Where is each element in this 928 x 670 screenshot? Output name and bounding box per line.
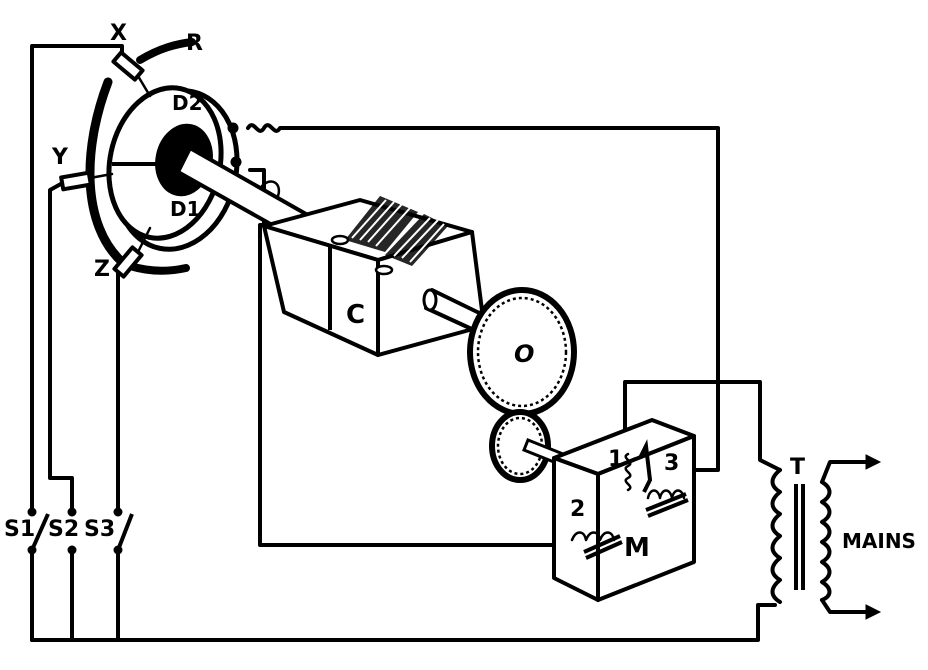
wire-switch-legs: [30, 550, 120, 642]
brush-arc-r-bottom: [126, 262, 190, 275]
label-s2: S2: [48, 517, 79, 542]
coil-2: [570, 531, 616, 542]
label-d1: D1: [170, 197, 201, 221]
pinion-body: [489, 409, 551, 483]
transformer-secondary: [820, 480, 832, 602]
switch-s1-blade: [30, 513, 50, 551]
label-t: T: [790, 455, 805, 480]
transformer-primary: [770, 468, 782, 604]
mains-arrow-bottom: [865, 604, 882, 620]
mains-lead-top: [820, 460, 870, 484]
wire-disc-to-coil2: [248, 168, 572, 547]
switch-s1-top-contact: [27, 507, 37, 517]
switch-s3-top-contact: [113, 507, 123, 517]
coil-1-core: [638, 439, 653, 493]
switch-s2-bottom-contact: [67, 545, 77, 555]
brush-x-arm: [136, 74, 152, 98]
transformer-t: T MAINS: [770, 454, 916, 620]
gear-shaft-end: [422, 288, 438, 312]
brushes: [59, 50, 152, 279]
motor-left-face: [552, 456, 600, 602]
wire-bottom-bus: [30, 603, 777, 642]
label-x: X: [110, 21, 127, 46]
wire-top-to-coil3: [246, 123, 720, 472]
wire-coil1-to-transformer: [623, 380, 782, 472]
coil-1: [624, 452, 632, 492]
label-m: M: [624, 533, 650, 563]
capacitor-plates: [330, 196, 448, 276]
label-y: Y: [51, 145, 69, 170]
label-d2: D2: [172, 91, 203, 115]
label-o: O: [514, 340, 534, 368]
label-r: R: [186, 31, 203, 56]
switch-s3-blade: [116, 513, 134, 551]
label-coil-2: 2: [570, 497, 585, 522]
gear-o-teeth-ring: [476, 296, 568, 408]
shaft-spring: [260, 180, 281, 198]
switch-s2-top-contact: [67, 507, 77, 517]
motor-m: 1 3 2 M: [552, 418, 696, 602]
motor-front-face: [596, 434, 696, 602]
switches: S1 S2 S3: [4, 507, 134, 555]
label-coil-3: 3: [664, 451, 679, 476]
label-mains: MAINS: [842, 529, 916, 553]
disc-contact-mid: [230, 156, 242, 168]
capacitor-c: C: [262, 196, 486, 357]
mains-arrow-top: [865, 454, 882, 470]
label-s1: S1: [4, 517, 35, 542]
brush-z-arm: [136, 226, 152, 254]
coil-3-core: [645, 492, 689, 518]
mains-lead-bottom: [820, 598, 870, 614]
wires: [30, 44, 782, 642]
label-z: Z: [94, 257, 110, 282]
label-s3: S3: [84, 517, 115, 542]
brush-y: [59, 170, 93, 192]
coil-3: [646, 489, 686, 500]
coil-2-core: [583, 534, 623, 560]
label-coil-1: 1: [608, 447, 623, 472]
brush-y-arm: [88, 172, 114, 180]
pinion-gear: [489, 409, 570, 483]
brush-arc-r-top: [136, 38, 196, 64]
gear-o: O: [467, 287, 577, 417]
wire-y-to-s2: [48, 178, 74, 512]
disc-contact-top: [227, 122, 239, 134]
label-c: C: [346, 300, 365, 330]
